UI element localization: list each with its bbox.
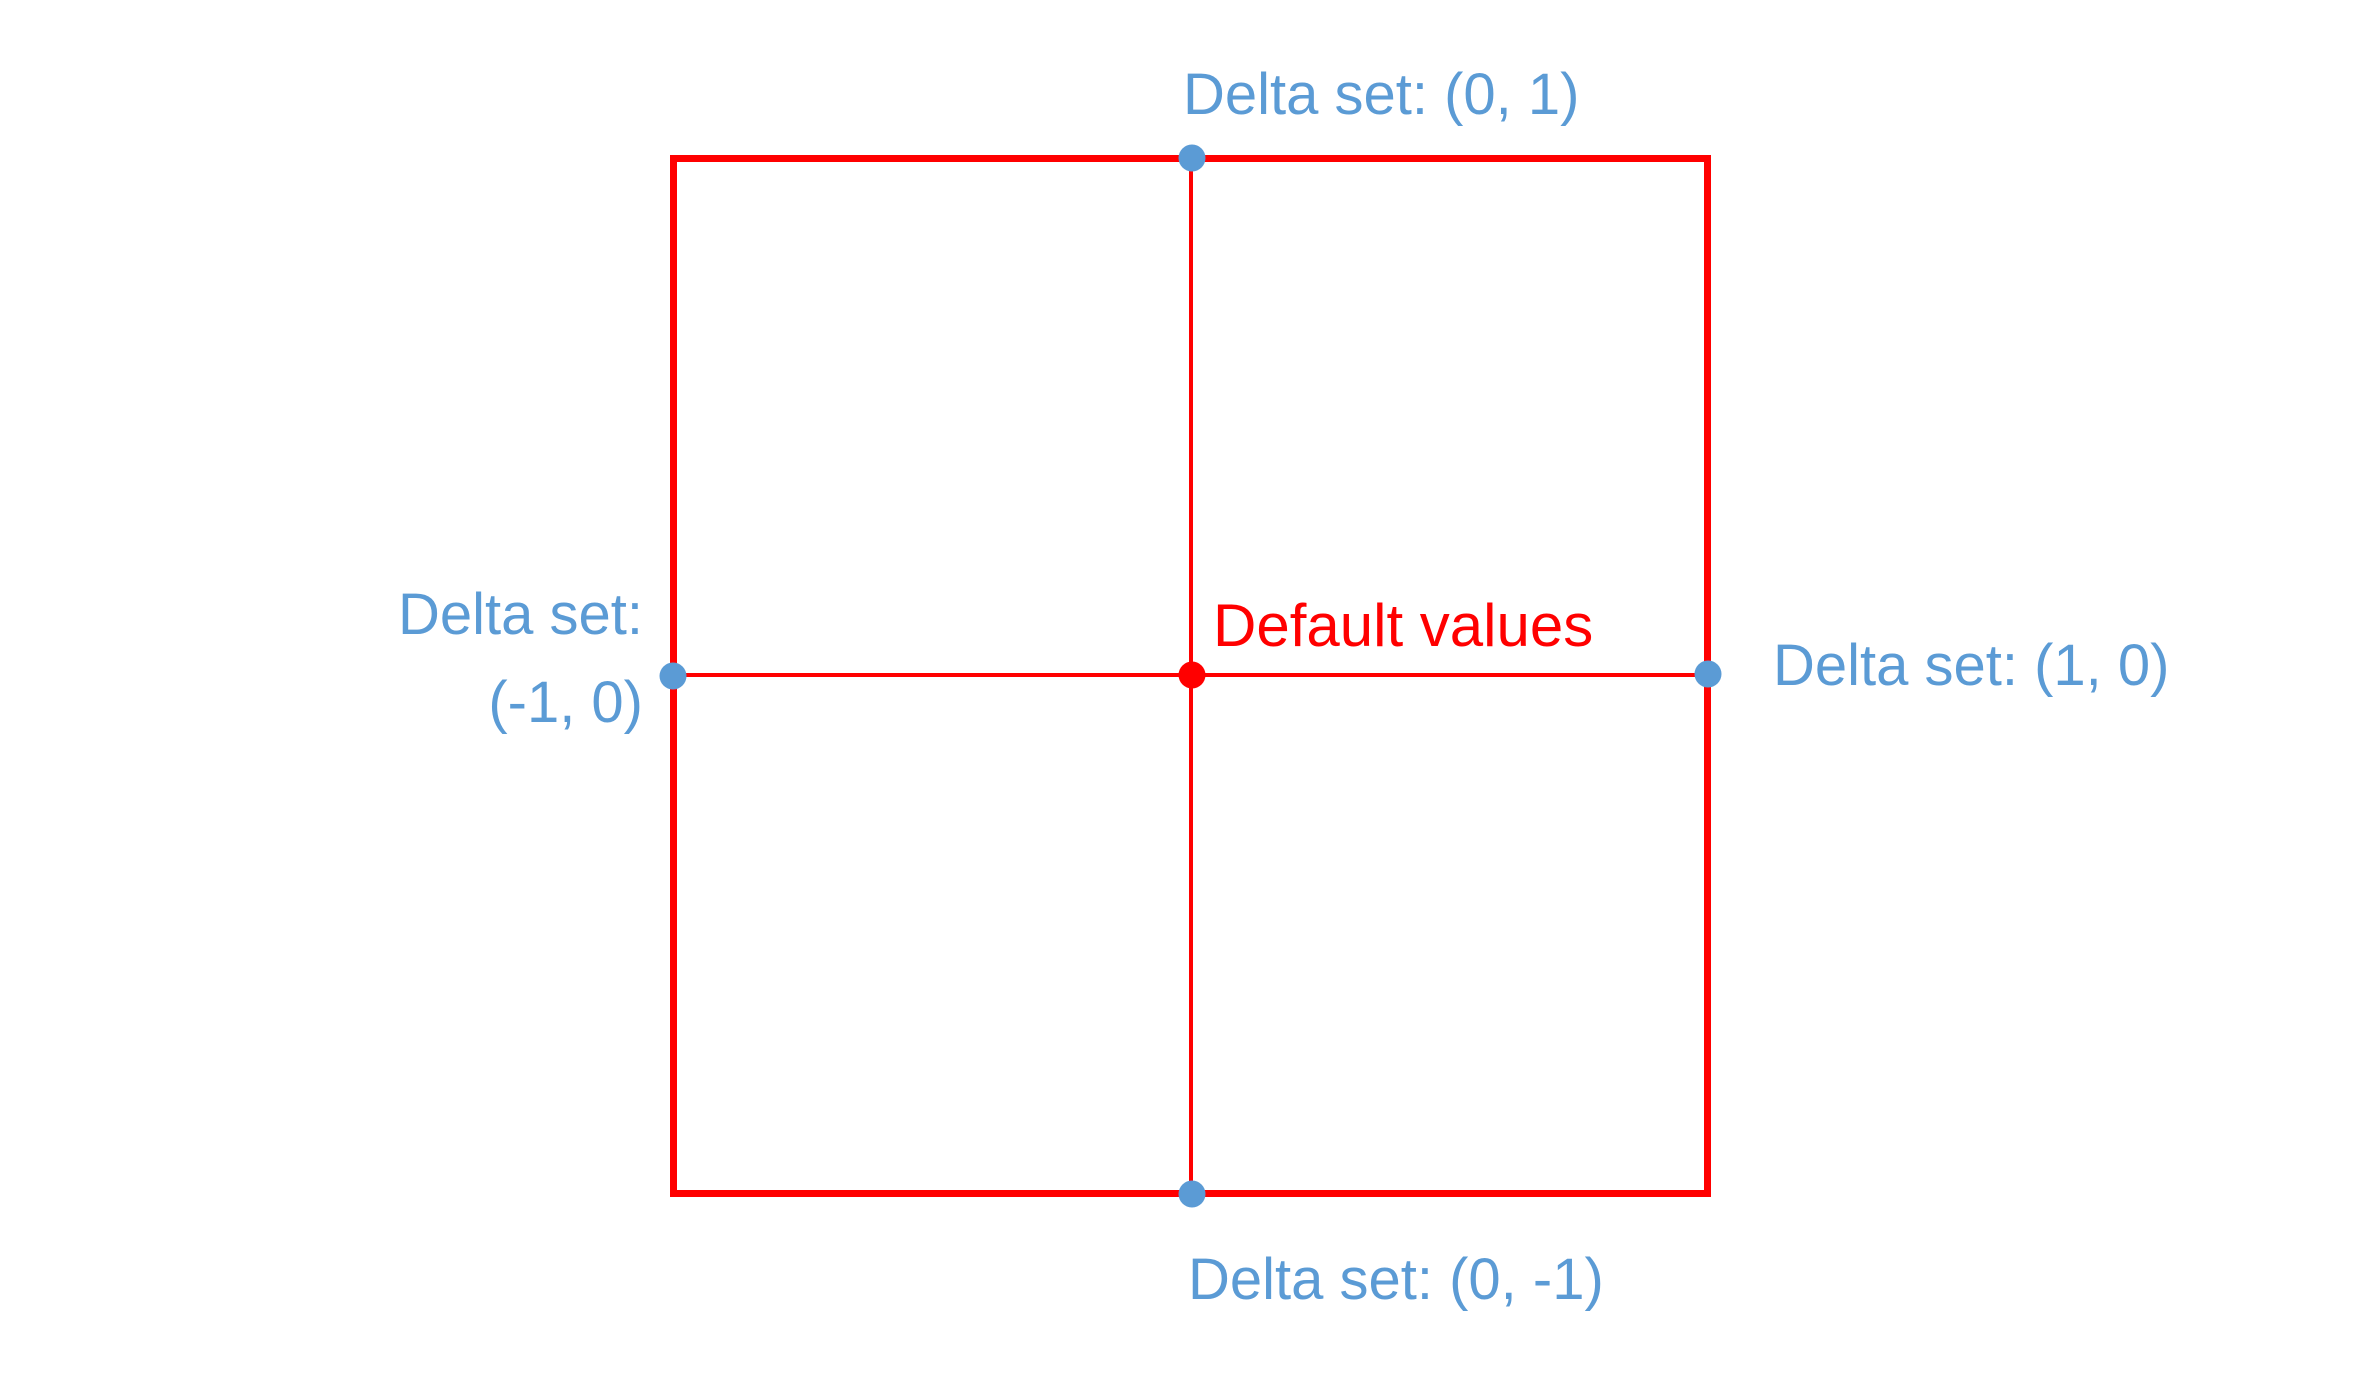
delta-set-top-label: Delta set: (0, 1) bbox=[1183, 62, 1580, 127]
delta-set-left-label-line1: Delta set: bbox=[398, 582, 643, 647]
delta-set-left-label-line2: (-1, 0) bbox=[488, 670, 643, 735]
bottom-midpoint-dot bbox=[1178, 1180, 1206, 1208]
center-point-dot bbox=[1178, 661, 1206, 689]
delta-set-bottom-label: Delta set: (0, -1) bbox=[1188, 1247, 1604, 1312]
delta-set-right-label: Delta set: (1, 0) bbox=[1773, 633, 2170, 698]
top-midpoint-dot bbox=[1178, 144, 1206, 172]
left-midpoint-dot bbox=[659, 662, 687, 690]
default-values-label: Default values bbox=[1213, 592, 1594, 659]
right-midpoint-dot bbox=[1694, 660, 1722, 688]
